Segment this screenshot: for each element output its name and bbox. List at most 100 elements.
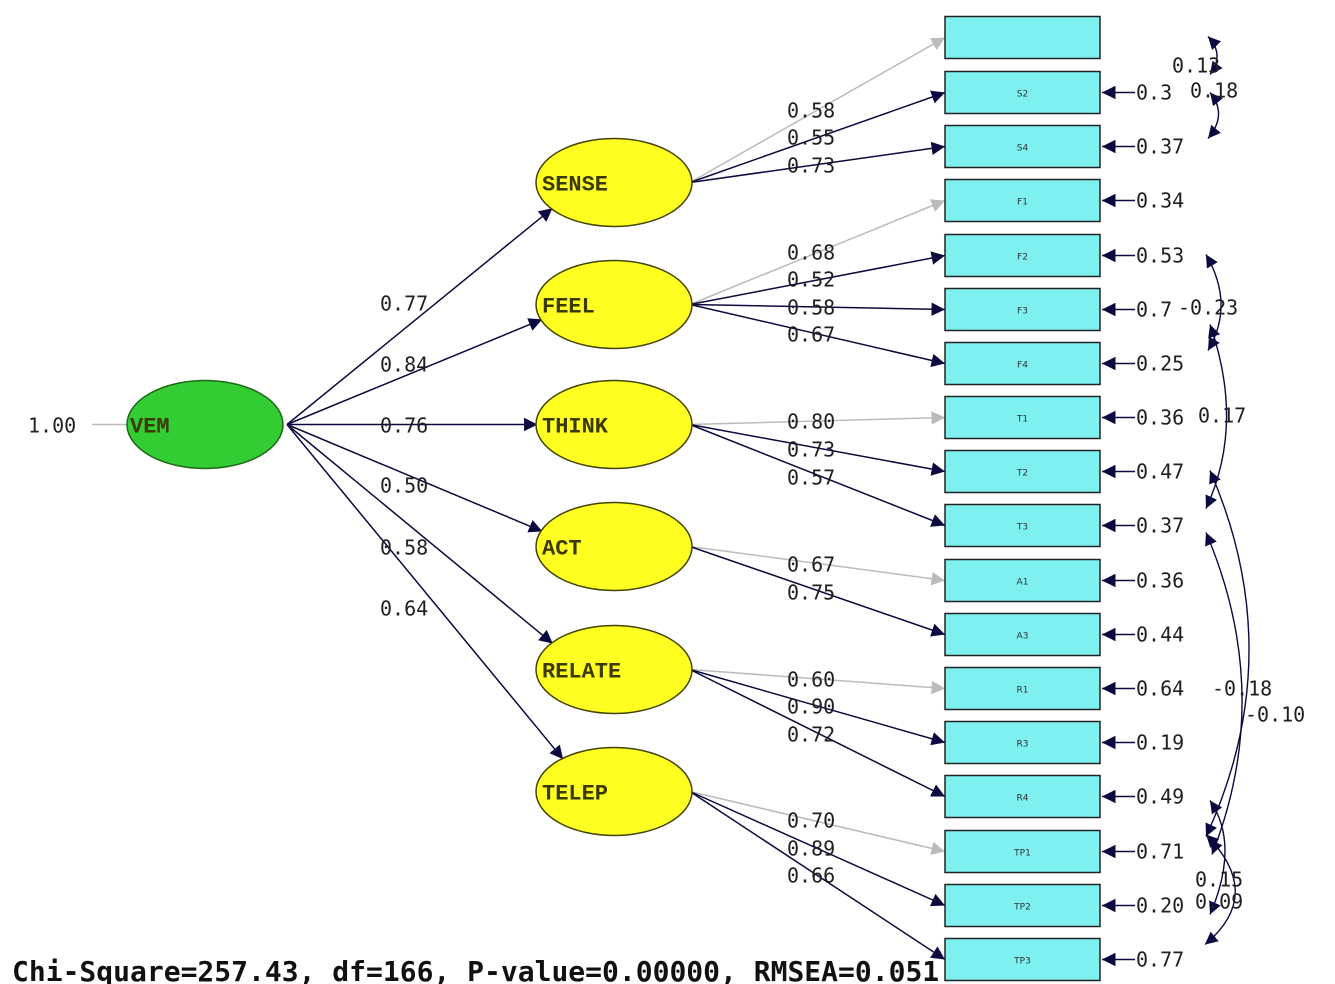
loading-act-1: 0.75 — [787, 581, 835, 605]
path-feel-indicator-1 — [689, 251, 946, 306]
loading-think-1: 0.73 — [787, 438, 835, 462]
error-covariance-5: -0.10 — [1245, 703, 1305, 727]
indicator-box — [944, 233, 1101, 278]
fit-statistics: Chi-Square=257.43, df=166, P-value=0.000… — [0, 955, 1335, 984]
path-think-indicator-0 — [689, 411, 946, 426]
path-relate-indicator-1 — [689, 668, 946, 746]
path-telep-indicator-1 — [689, 790, 946, 907]
error-covariance-arc-1 — [1207, 92, 1223, 139]
path-feel-indicator-0 — [689, 199, 946, 306]
indicator-label: T3 — [1016, 523, 1028, 533]
indicator-box — [944, 395, 1101, 440]
error-variance: 0.37 — [1136, 514, 1184, 538]
path-sense-indicator-2 — [689, 141, 946, 184]
error-covariance-arc-7 — [1204, 834, 1236, 946]
error-variance: 0.19 — [1136, 731, 1184, 755]
error-covariance-arc-0 — [1207, 36, 1223, 75]
factor-label-sense: SENSE — [542, 173, 608, 198]
loading-vem-relate: 0.58 — [380, 536, 428, 560]
indicator-label: F4 — [1017, 361, 1028, 371]
path-think-indicator-1 — [689, 423, 946, 476]
error-covariance-0: 0.13 — [1172, 54, 1220, 78]
path-vem-feel — [286, 318, 543, 426]
indicator-box — [944, 70, 1101, 115]
loading-relate-0: 0.60 — [787, 668, 835, 692]
indicator-label: TP3 — [1013, 957, 1031, 967]
error-covariance-arc-4 — [1205, 470, 1250, 837]
loading-think-0: 0.80 — [787, 410, 835, 434]
indicator-box — [944, 558, 1101, 603]
error-variance: 0.25 — [1136, 352, 1184, 376]
loading-vem-act: 0.50 — [380, 474, 428, 498]
error-variance: 0.71 — [1136, 840, 1184, 864]
factor-label-think: THINK — [542, 415, 609, 440]
loading-sense-1: 0.58 — [787, 99, 835, 123]
error-variance: 0.64 — [1136, 677, 1184, 701]
indicator-label: S2 — [1017, 90, 1028, 100]
path-vem-telep — [286, 424, 564, 760]
indicator-label: T1 — [1016, 415, 1028, 425]
indicator-label: R4 — [1017, 794, 1029, 804]
loading-vem-think: 0.76 — [380, 414, 428, 438]
indicator-box — [944, 449, 1101, 494]
indicator-box — [944, 774, 1101, 819]
error-variance: 0.36 — [1136, 569, 1184, 593]
indicator-label: F3 — [1017, 307, 1028, 317]
loading-telep-2: 0.66 — [787, 864, 835, 888]
indicator-box — [944, 15, 1101, 60]
indicator-label: R1 — [1017, 686, 1029, 696]
loading-act-0: 0.67 — [787, 553, 835, 577]
path-sense-indicator-0 — [689, 36, 946, 184]
vem-label: VEM — [130, 415, 170, 440]
root-variance-label: 1.00 — [28, 414, 76, 438]
factor-act — [535, 501, 693, 592]
factor-label-telep: TELEP — [542, 782, 608, 807]
error-covariance-1: 0.18 — [1190, 79, 1238, 103]
indicator-box — [944, 937, 1101, 982]
error-variance: 0.37 — [1136, 135, 1184, 159]
indicator-label: A1 — [1017, 578, 1029, 588]
indicator-box — [944, 178, 1101, 223]
error-covariance-2: -0.23 — [1178, 296, 1238, 320]
path-vem-sense — [286, 207, 554, 426]
path-act-indicator-1 — [689, 545, 946, 637]
error-variance: 0.7 — [1136, 298, 1172, 322]
indicator-label: S4 — [1017, 144, 1029, 154]
indicator-box — [944, 829, 1101, 874]
factor-label-feel: FEEL — [542, 295, 595, 320]
error-variance: 0.49 — [1136, 785, 1184, 809]
path-act-indicator-0 — [689, 545, 946, 586]
error-variance: 0.36 — [1136, 406, 1184, 430]
indicator-box — [944, 720, 1101, 765]
error-covariance-7: 0.09 — [1195, 890, 1243, 914]
error-variance: 0.47 — [1136, 460, 1184, 484]
loading-feel-3: 0.67 — [787, 323, 835, 347]
factor-think — [535, 379, 693, 470]
indicator-label: R3 — [1017, 740, 1029, 750]
indicator-label: T2 — [1016, 469, 1028, 479]
indicator-label: F2 — [1017, 253, 1028, 263]
error-covariance-arc-5 — [1205, 532, 1243, 855]
factor-relate — [535, 624, 693, 715]
loading-vem-sense: 0.77 — [380, 292, 428, 316]
error-covariance-6: 0.15 — [1195, 868, 1243, 892]
indicator-label: F1 — [1017, 198, 1028, 208]
path-relate-indicator-2 — [689, 668, 946, 798]
indicator-box — [944, 883, 1101, 928]
loading-think-2: 0.57 — [787, 466, 835, 490]
loading-vem-feel: 0.84 — [380, 353, 428, 377]
loading-sense-extra: 0.73 — [787, 154, 835, 178]
loading-relate-2: 0.72 — [787, 723, 835, 747]
loading-feel-0: 0.68 — [787, 241, 835, 265]
path-feel-indicator-2 — [689, 302, 946, 316]
loading-relate-1: 0.90 — [787, 695, 835, 719]
factor-feel — [535, 259, 693, 350]
indicator-label: A3 — [1017, 632, 1029, 642]
indicator-box — [944, 341, 1101, 386]
indicator-label: TP1 — [1013, 849, 1031, 859]
indicator-box — [944, 124, 1101, 169]
loading-feel-2: 0.58 — [787, 296, 835, 320]
loading-sense-2: 0.55 — [787, 126, 835, 150]
fit-statistics-text: Chi-Square=257.43, df=166, P-value=0.000… — [12, 955, 940, 984]
